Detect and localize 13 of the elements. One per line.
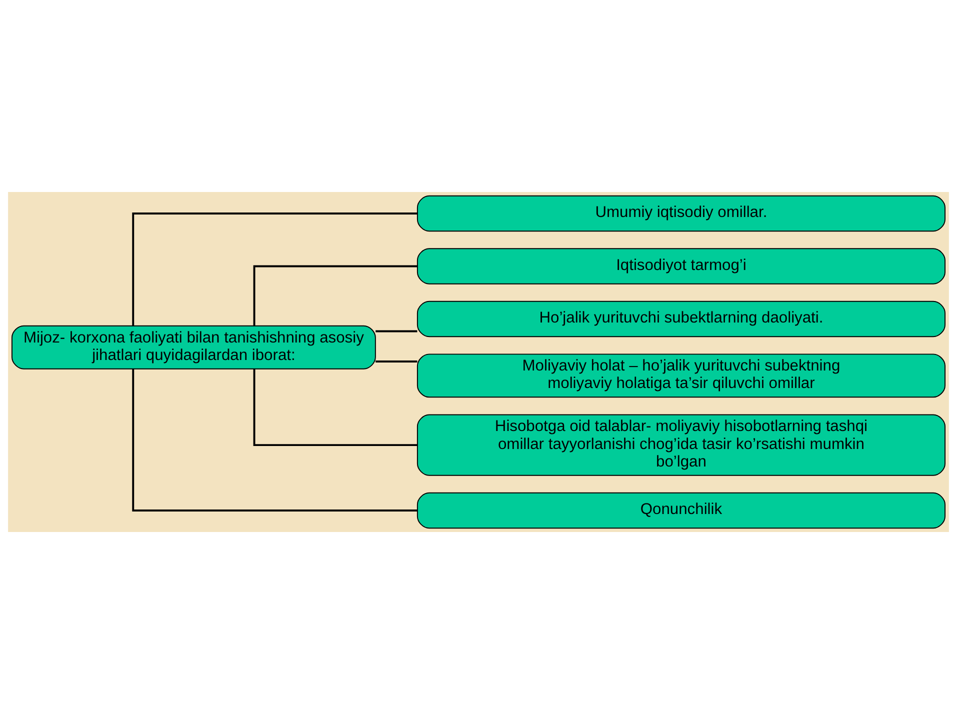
connector	[376, 330, 418, 332]
node-box: Ho’jalik yurituvchi subektlarning daoliyati.	[416, 300, 946, 338]
connector	[253, 265, 418, 326]
node-box: Umumiy iqtisodiy omillar.	[416, 195, 946, 232]
node-box: Moliyaviy holat – ho’jalik yurituvchi subektning moliyaviy holatiga ta’sir qiluvchi omillar	[416, 354, 946, 398]
node-box: Mijoz- korxona faoliyati bilan tanishishning asosiy jihatlari quyidagilardan iborat:	[11, 325, 376, 370]
node-box: Qonunchilik	[416, 492, 946, 529]
node-box: Iqtisodiyot tarmog’i	[416, 248, 946, 284]
connector	[132, 369, 418, 512]
connector	[132, 212, 418, 326]
connector	[253, 369, 418, 446]
connector	[376, 360, 418, 362]
node-box: Hisobotga oid talablar- moliyaviy hisobotlarning tashqi omillar tayyorlanishi chog’ida tasir ko’rsatishi mumkin bo’lgan	[416, 414, 946, 476]
